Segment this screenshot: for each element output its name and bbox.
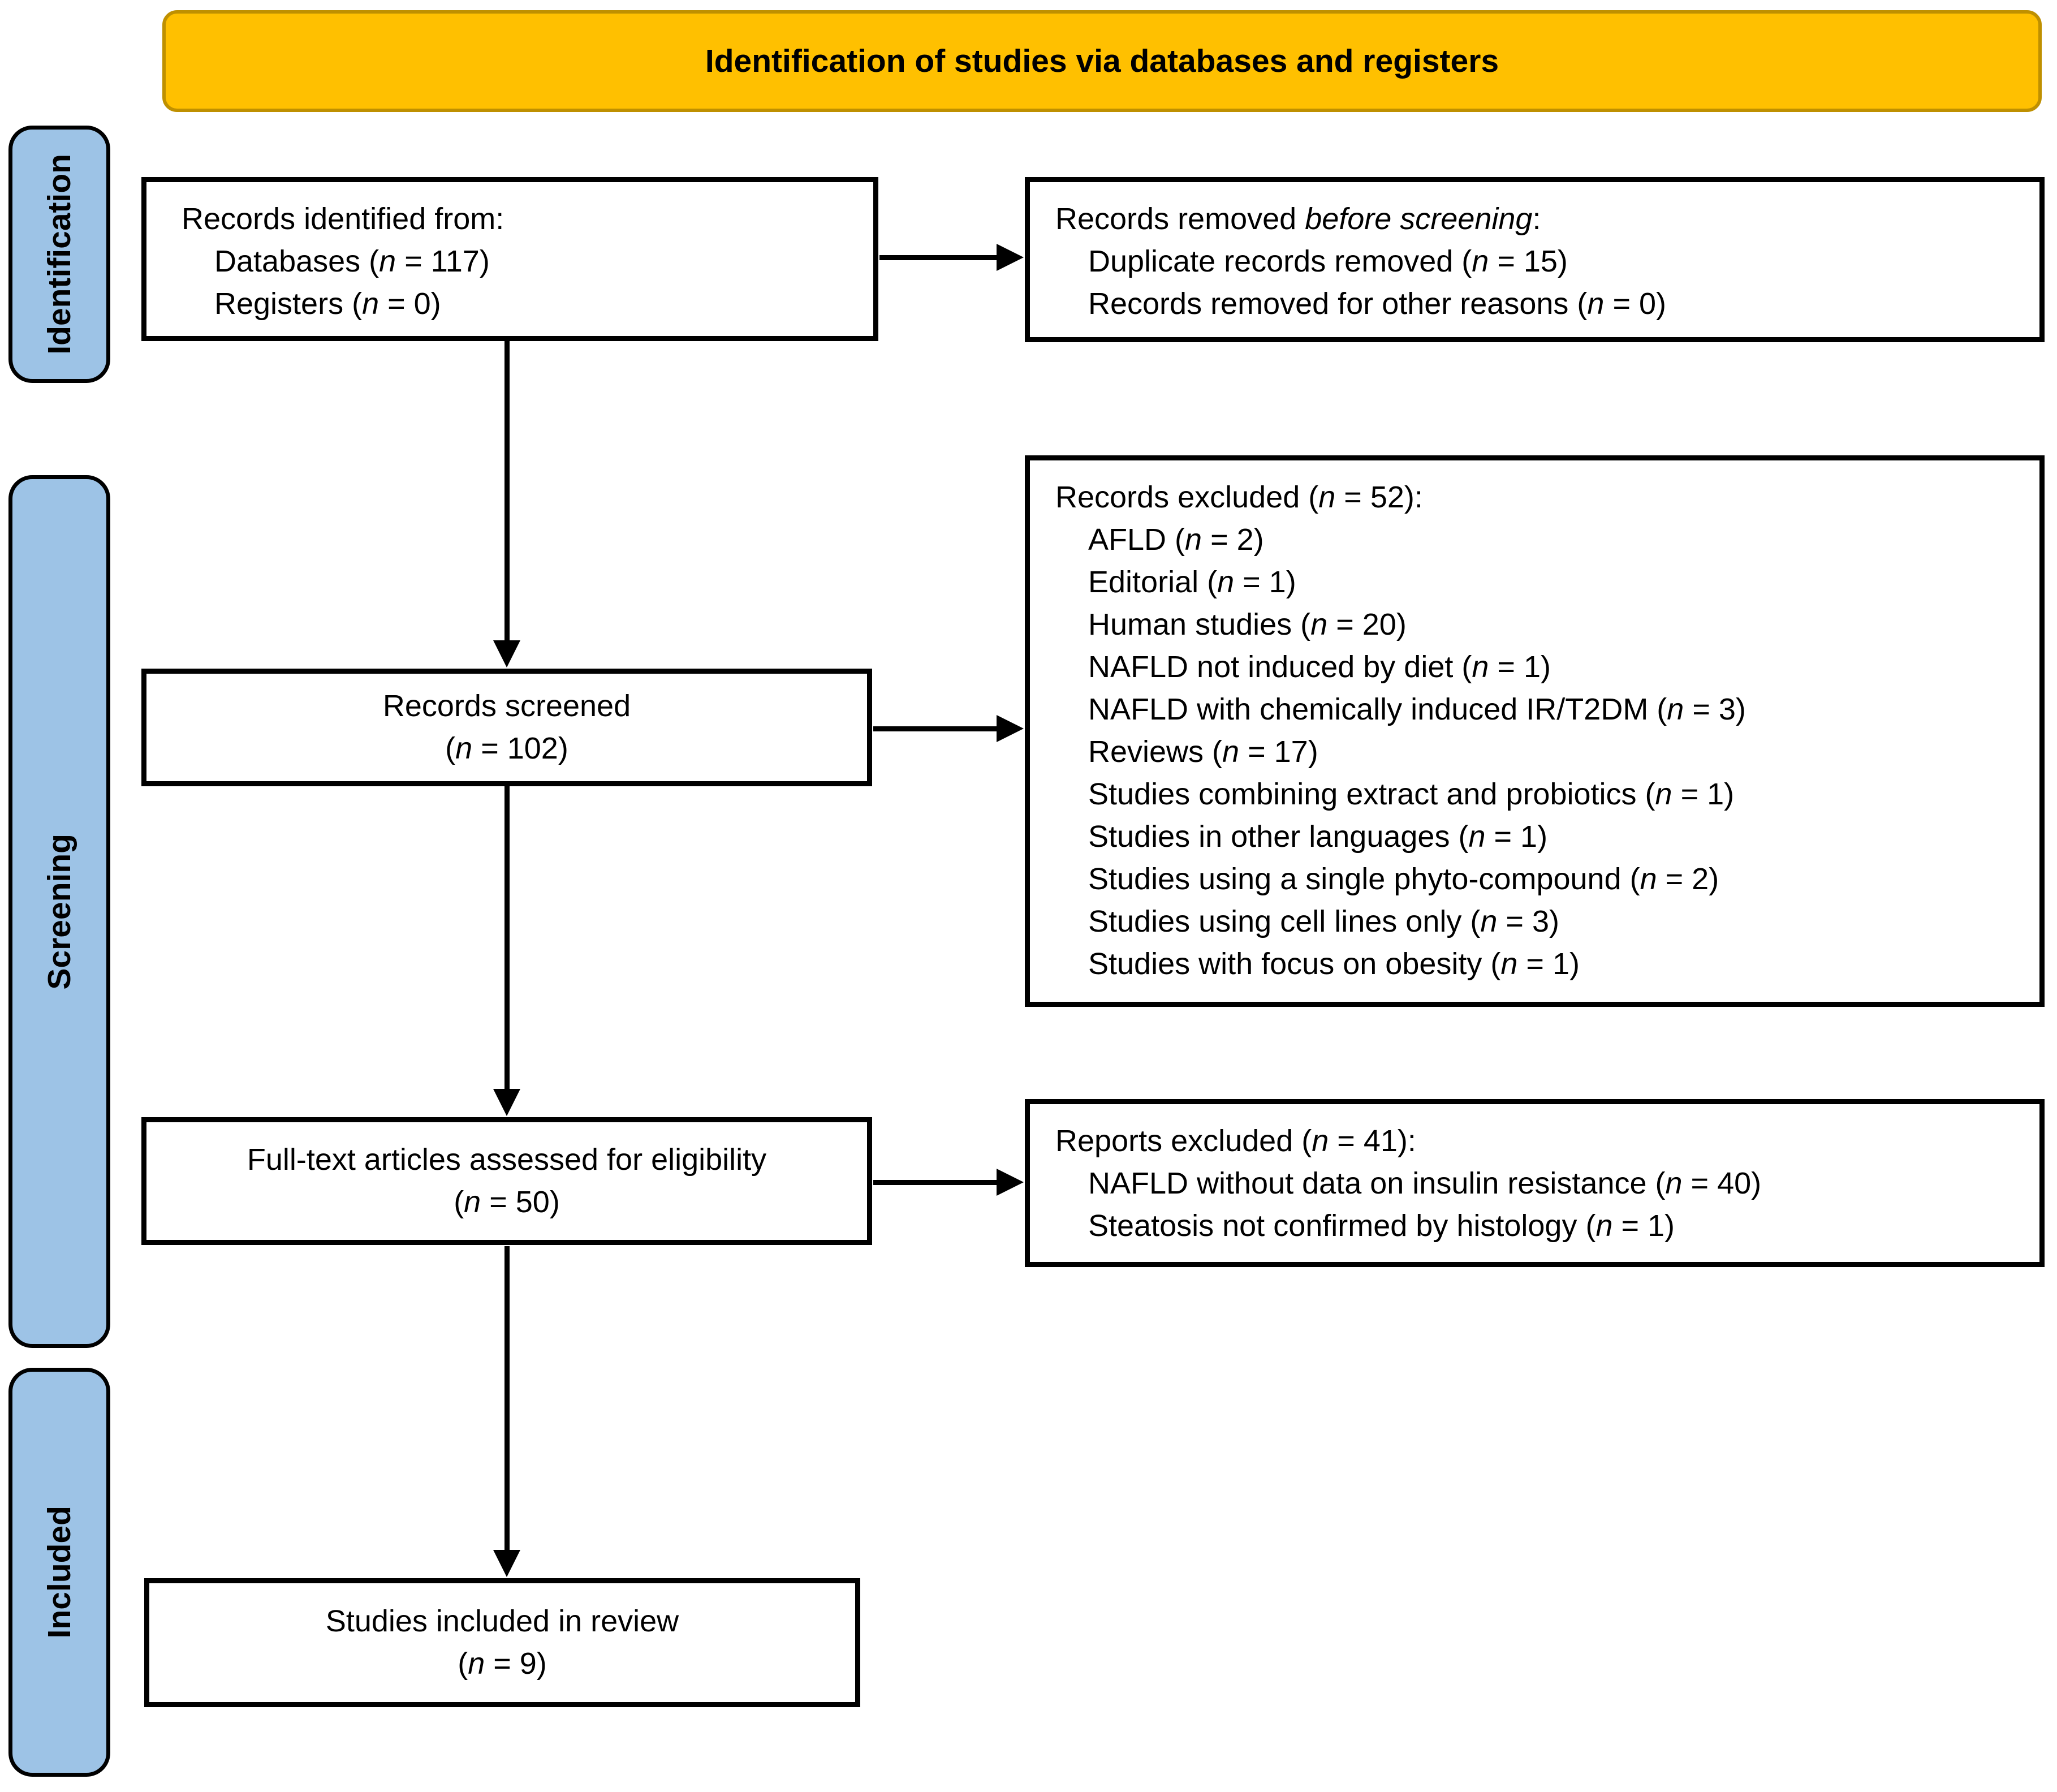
excluded-other-languages: Studies in other languages (n = 1) (1088, 820, 1548, 854)
box-records-excluded: Records excluded (n = 52): AFLD (n = 2) … (1025, 455, 2045, 1007)
stage-identification: Identification (8, 126, 110, 383)
records-screened-count: (n = 102) (445, 731, 568, 765)
reports-excluded-no-histology: Steatosis not confirmed by histology (n … (1088, 1209, 1675, 1243)
arrow-identified-to-screened-head (493, 640, 520, 667)
records-removed-header: Records removed before screening: (1055, 202, 1541, 236)
stage-screening: Screening (8, 475, 110, 1348)
fulltext-assessed-label: Full-text articles assessed for eligibil… (247, 1143, 767, 1177)
box-records-removed: Records removed before screening: Duplic… (1025, 177, 2045, 342)
excluded-human-studies: Human studies (n = 20) (1088, 608, 1407, 641)
arrow-identified-to-screened-shaft (504, 341, 510, 644)
banner-title: Identification of studies via databases … (705, 43, 1499, 79)
records-removed-other-reasons: Records removed for other reasons (n = 0… (1088, 287, 1666, 321)
excluded-nafld-not-diet: NAFLD not induced by diet (n = 1) (1088, 650, 1551, 684)
arrow-screened-to-fulltext-head (493, 1089, 520, 1116)
stage-included-label: Included (41, 1506, 77, 1639)
arrow-screened-to-fulltext-shaft (504, 786, 510, 1092)
records-identified-databases: Databases (n = 117) (214, 244, 490, 278)
arrow-fulltext-to-reports-shaft (873, 1180, 1001, 1185)
box-records-identified: Records identified from: Databases (n = … (141, 177, 878, 341)
records-removed-duplicates: Duplicate records removed (n = 15) (1088, 244, 1568, 278)
box-records-screened: Records screened (n = 102) (141, 669, 872, 786)
fulltext-assessed-count: (n = 50) (454, 1185, 560, 1219)
banner-identification-via-databases: Identification of studies via databases … (162, 10, 2042, 112)
excluded-nafld-chemical-ir-t2dm: NAFLD with chemically induced IR/T2DM (n… (1088, 692, 1746, 726)
reports-excluded-no-ir-data: NAFLD without data on insulin resistance… (1088, 1166, 1762, 1200)
reports-excluded-header: Reports excluded (n = 41): (1055, 1124, 1416, 1158)
stage-screening-label: Screening (41, 833, 77, 990)
excluded-cell-lines-only: Studies using cell lines only (n = 3) (1088, 904, 1559, 938)
excluded-afld: AFLD (n = 2) (1088, 523, 1264, 557)
studies-included-count: (n = 9) (458, 1647, 547, 1681)
arrow-screened-to-excluded-head (997, 715, 1024, 742)
stage-included: Included (8, 1368, 110, 1777)
records-identified-header: Records identified from: (182, 202, 504, 236)
arrow-fulltext-to-reports-head (997, 1169, 1024, 1196)
records-identified-registers: Registers (n = 0) (214, 287, 441, 321)
excluded-editorial: Editorial (n = 1) (1088, 565, 1296, 599)
excluded-extract-probiotics: Studies combining extract and probiotics… (1088, 777, 1735, 811)
arrow-identified-to-removed-shaft (879, 255, 1001, 260)
arrow-fulltext-to-included-head (493, 1550, 520, 1577)
arrow-identified-to-removed-head (997, 244, 1024, 271)
records-excluded-header: Records excluded (n = 52): (1055, 480, 1423, 514)
excluded-focus-obesity: Studies with focus on obesity (n = 1) (1088, 947, 1580, 981)
excluded-single-phyto-compound: Studies using a single phyto-compound (n… (1088, 862, 1719, 896)
box-fulltext-assessed: Full-text articles assessed for eligibil… (141, 1117, 872, 1245)
excluded-reviews: Reviews (n = 17) (1088, 735, 1318, 769)
box-studies-included: Studies included in review (n = 9) (144, 1578, 860, 1707)
arrow-screened-to-excluded-shaft (873, 726, 1001, 731)
studies-included-label: Studies included in review (325, 1604, 679, 1638)
arrow-fulltext-to-included-shaft (504, 1246, 510, 1552)
stage-identification-label: Identification (41, 154, 77, 355)
box-reports-excluded: Reports excluded (n = 41): NAFLD without… (1025, 1099, 2045, 1267)
records-screened-label: Records screened (382, 689, 631, 723)
